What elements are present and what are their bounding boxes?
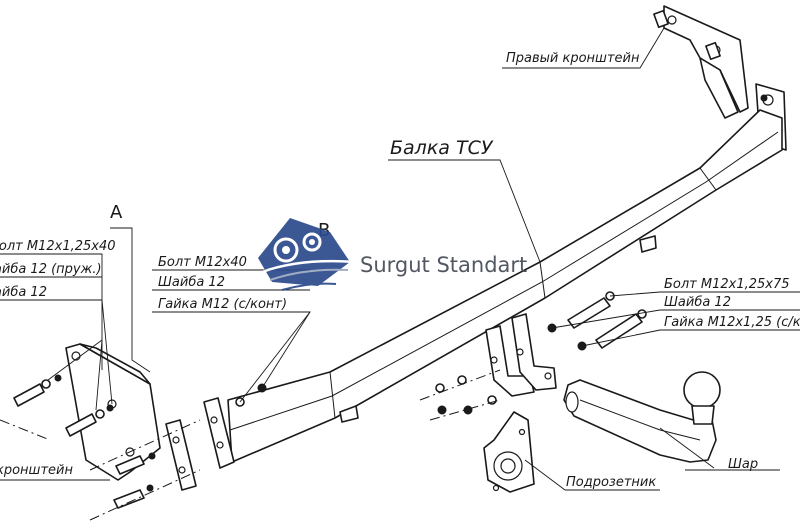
label-beam: Балка ТСУ xyxy=(390,137,494,159)
label-left-bracket: кронштейн xyxy=(0,463,73,478)
label-ball: Шар xyxy=(728,457,758,472)
left-bracket xyxy=(65,343,197,491)
center-lines xyxy=(0,369,501,521)
label-mid-nut: Гайка М12 (с/конт) xyxy=(158,297,287,312)
label-right-bolt: Болт М12х1,25х75 xyxy=(664,277,790,292)
watermark: Surgut Standart xyxy=(258,218,527,291)
label-mid-bolt: Болт М12х40 xyxy=(158,255,247,270)
beam-left-plate xyxy=(203,397,235,469)
beam-ball-mount xyxy=(485,313,557,397)
watermark-text: Surgut Standart xyxy=(360,253,527,277)
fasteners xyxy=(13,291,647,509)
label-view-a: А xyxy=(110,202,123,223)
label-left-washer2: Шайба 12 xyxy=(0,285,47,300)
tow-ball xyxy=(563,371,721,463)
labels: Правый кронштейн Балка ТСУ Шар Подрозетн… xyxy=(0,51,800,490)
label-right-nut: Гайка М12х1,25 (с/к xyxy=(664,315,800,330)
label-left-washer: Шайба 12 (пруж.) xyxy=(0,262,102,277)
label-mid-washer: Шайба 12 xyxy=(158,275,225,290)
label-socket-plate: Подрозетник xyxy=(566,475,656,490)
right-bracket xyxy=(653,5,787,151)
gear-logo-icon xyxy=(258,218,357,291)
label-left-bolt: Болт М12х1,25х40 xyxy=(0,239,116,254)
leader-lines xyxy=(0,27,800,491)
towbar-beam xyxy=(227,109,783,463)
label-right-bracket: Правый кронштейн xyxy=(506,51,640,66)
label-right-washer: Шайба 12 xyxy=(664,295,731,310)
socket-plate xyxy=(483,411,535,493)
